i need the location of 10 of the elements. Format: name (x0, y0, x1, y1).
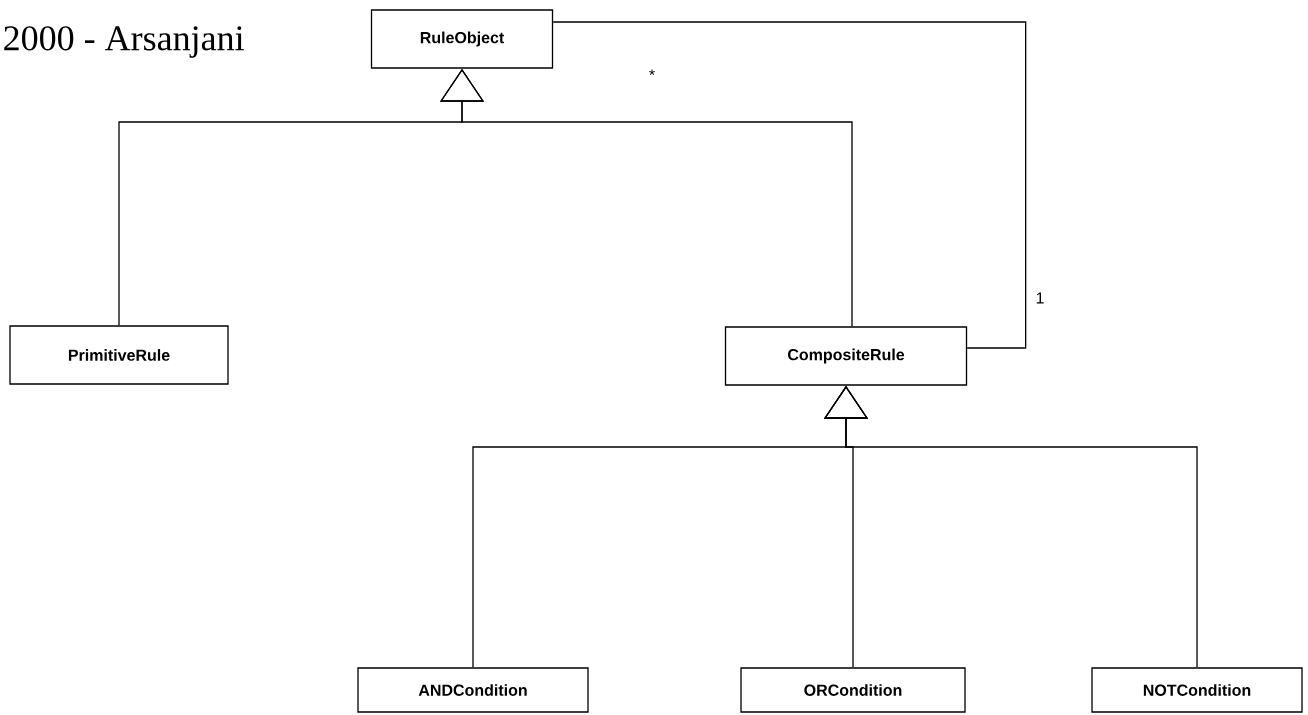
class-box: CompositeRule (724, 326, 968, 386)
class-box: ANDCondition (357, 667, 589, 713)
class-box: NOTCondition (1091, 667, 1303, 713)
class-box: ORCondition (740, 667, 966, 713)
multiplicity: * (649, 69, 655, 76)
class-box: RuleObject (370, 9, 554, 69)
association-line (552, 21, 1027, 349)
multiplicity: 1 (1036, 292, 1044, 304)
title: 2000 - Arsanjani (4, 26, 244, 58)
class-box: PrimitiveRule (9, 325, 229, 385)
